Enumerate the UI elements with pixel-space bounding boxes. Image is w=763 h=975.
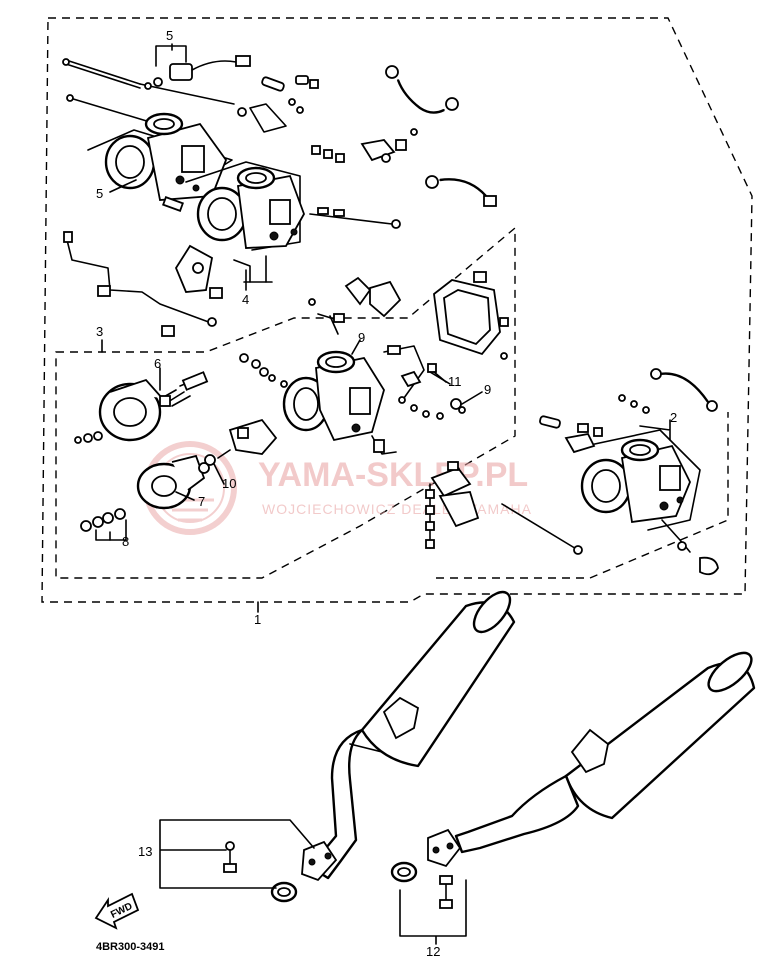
callout-12: 12 (426, 944, 440, 959)
callout-3: 3 (96, 324, 103, 339)
vent-hose-top (385, 65, 459, 136)
exhaust-bolt-right (439, 875, 453, 909)
callout-4: 4 (242, 292, 249, 307)
watermark-title: YAMA-SKLEP.PL (258, 456, 528, 494)
small-parts-row-top (237, 75, 319, 133)
link-rod-left (63, 231, 217, 337)
callout-7: 7 (198, 494, 205, 509)
callout-9-center: 9 (358, 330, 365, 345)
vent-hose-mid (425, 175, 497, 207)
carburetor-c (282, 350, 397, 455)
callout-13: 13 (138, 844, 152, 859)
exhaust-bolt-left (223, 841, 237, 873)
starter-plunger (204, 418, 278, 466)
callout-2: 2 (670, 410, 677, 425)
carburetor-d-accessories (539, 368, 719, 576)
watermark-subtitle: WOJCIECHOWICZ DEALER YAMAHA (262, 501, 532, 517)
jet-row (239, 353, 288, 388)
bottom-bracket (425, 461, 480, 549)
callout-10: 10 (222, 476, 236, 491)
callout-11: 11 (448, 374, 462, 389)
callout-9-right: 9 (484, 382, 491, 397)
exhaust-gasket-left (270, 881, 298, 903)
needle-jet-set (383, 345, 451, 420)
assembly-boundary-outer (41, 17, 753, 603)
throttle-bracket (174, 244, 273, 299)
diaphragm (136, 454, 210, 510)
callout-5-left: 5 (96, 186, 103, 201)
callout-8: 8 (122, 534, 129, 549)
assembly-boundary-right (436, 412, 729, 579)
float-parts (308, 276, 402, 335)
diaphragm-cover (433, 271, 509, 360)
carburetor-d (501, 429, 701, 555)
exhaust-gasket-right (390, 861, 418, 883)
callout-1: 1 (254, 612, 261, 627)
muffler-left (301, 590, 516, 882)
callout-5-top: 5 (166, 28, 173, 43)
pilot-screw-set (311, 139, 407, 163)
drain-screw (450, 398, 466, 414)
diagram-code: 4BR300-3491 (96, 941, 165, 953)
top-cover (74, 371, 209, 444)
leader-lines (101, 43, 671, 945)
callout-6: 6 (154, 356, 161, 371)
forward-direction-arrow: FWD (94, 892, 140, 930)
washer-set (80, 508, 127, 541)
carburetor-a (87, 112, 233, 212)
muffler-right (427, 651, 756, 868)
carburetor-b (185, 161, 401, 251)
throttle-sensor (144, 45, 251, 90)
assembly-boundary-inner (55, 226, 516, 579)
